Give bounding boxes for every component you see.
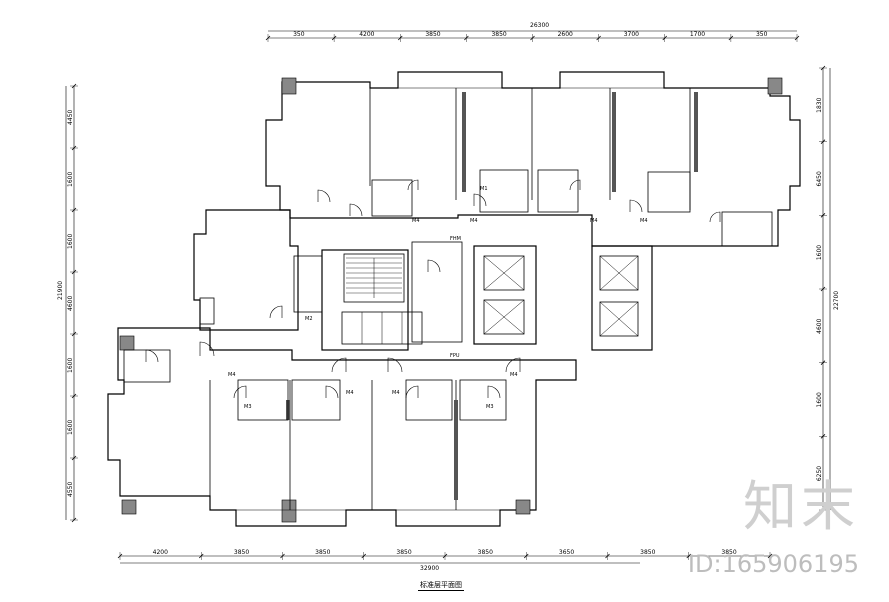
door-label-m4h: M4 bbox=[510, 372, 518, 378]
column-w bbox=[119, 335, 135, 351]
door-swing bbox=[427, 259, 441, 273]
right-dim-seg: 4600 bbox=[816, 318, 823, 333]
right-dimension-chain: 22700 1830 6450 1600 4600 1600 6250 bbox=[816, 65, 840, 513]
door-swing bbox=[405, 385, 419, 399]
column-nw bbox=[281, 77, 297, 95]
door-label-m3b: M3 bbox=[486, 404, 494, 410]
fpu-label: FPU bbox=[450, 353, 460, 359]
top-dim-seg: 350 bbox=[293, 31, 305, 38]
door-swing bbox=[331, 357, 347, 373]
door-swing bbox=[387, 357, 403, 373]
door-swing bbox=[317, 189, 331, 203]
bottom-dim-seg: 3850 bbox=[315, 549, 330, 556]
door-label-m2: M2 bbox=[305, 316, 313, 322]
bottom-dim-seg: 3850 bbox=[396, 549, 411, 556]
door-swing bbox=[473, 193, 487, 207]
left-dim-seg: 1600 bbox=[67, 172, 74, 187]
column-se bbox=[515, 499, 531, 515]
top-dim-seg: 1700 bbox=[690, 31, 705, 38]
bottom-dim-seg: 3850 bbox=[478, 549, 493, 556]
door-label-m3a: M3 bbox=[244, 404, 252, 410]
watermark-logo: 知末 bbox=[743, 475, 859, 538]
door-swing bbox=[145, 349, 159, 363]
top-total-dim: 26300 bbox=[530, 22, 549, 29]
door-swings bbox=[145, 179, 721, 399]
door-swing bbox=[505, 357, 521, 373]
column-s1 bbox=[281, 499, 297, 523]
door-swing bbox=[269, 305, 283, 319]
right-dim-seg: 1830 bbox=[816, 97, 823, 112]
bottom-dim-seg: 3850 bbox=[640, 549, 655, 556]
top-dim-seg: 350 bbox=[756, 31, 768, 38]
right-dim-seg: 6250 bbox=[816, 466, 823, 481]
door-swing bbox=[487, 385, 501, 399]
door-swing bbox=[709, 211, 721, 223]
drawing-caption: 标准层平面图 bbox=[418, 581, 464, 591]
door-swing bbox=[407, 179, 419, 191]
left-dim-seg: 4550 bbox=[67, 482, 74, 497]
door-label-m4d: M4 bbox=[640, 218, 648, 224]
bottom-total-dim: 32900 bbox=[420, 565, 439, 572]
top-dimension-chain: 26300 350 4200 3850 3850 2600 3700 1700 350 bbox=[265, 22, 800, 42]
left-dim-seg: 4450 bbox=[67, 110, 74, 125]
door-label-m4c: M4 bbox=[590, 218, 598, 224]
right-total-dim: 22700 bbox=[833, 291, 840, 310]
bottom-dim-seg: 3850 bbox=[234, 549, 249, 556]
left-dimension-chain: 21900 4450 1600 1600 4600 1600 1600 4550 bbox=[57, 83, 78, 523]
left-dim-seg: 1600 bbox=[67, 358, 74, 373]
left-dim-seg: 4600 bbox=[67, 296, 74, 311]
right-dim-seg: 1600 bbox=[816, 245, 823, 260]
door-swing bbox=[325, 385, 339, 399]
door-label-m4a: M4 bbox=[412, 218, 420, 224]
watermark-id: ID:165906195 bbox=[687, 550, 859, 578]
west-wing-walls: M2 bbox=[193, 209, 323, 331]
door-label-m1a: M1 bbox=[480, 186, 488, 192]
right-dim-seg: 1600 bbox=[816, 392, 823, 407]
bottom-dim-seg: 3850 bbox=[721, 549, 736, 556]
top-dim-seg: 3700 bbox=[624, 31, 639, 38]
column-sw bbox=[121, 499, 137, 515]
door-swing bbox=[349, 203, 363, 217]
door-label-m4g: M4 bbox=[392, 390, 400, 396]
top-dim-seg: 3850 bbox=[425, 31, 440, 38]
fhm-label: FHM bbox=[450, 236, 461, 242]
left-dim-seg: 1600 bbox=[67, 420, 74, 435]
door-swing bbox=[569, 179, 581, 191]
left-dim-seg: 1600 bbox=[67, 234, 74, 249]
bottom-dim-seg: 4200 bbox=[153, 549, 168, 556]
door-swing bbox=[233, 385, 247, 399]
door-label-m4b: M4 bbox=[470, 218, 478, 224]
top-dim-seg: 2600 bbox=[558, 31, 573, 38]
lower-block-walls: M4 M4 M4 M4 M3 M3 bbox=[107, 327, 577, 527]
bottom-dimension-chain: 32900 4200 3850 3850 3850 3850 3650 3850 3850 bbox=[117, 549, 773, 572]
bottom-dim-seg: 3650 bbox=[559, 549, 574, 556]
door-label-m4f: M4 bbox=[346, 390, 354, 396]
door-swing bbox=[629, 199, 643, 213]
door-label-m4e: M4 bbox=[228, 372, 236, 378]
core-walls: FPU FHM bbox=[321, 236, 653, 359]
left-total-dim: 21900 bbox=[57, 281, 64, 300]
top-dim-seg: 4200 bbox=[359, 31, 374, 38]
right-dim-seg: 6450 bbox=[816, 171, 823, 186]
top-dim-seg: 3850 bbox=[491, 31, 506, 38]
door-swing bbox=[199, 341, 215, 357]
column-ne bbox=[767, 77, 783, 95]
